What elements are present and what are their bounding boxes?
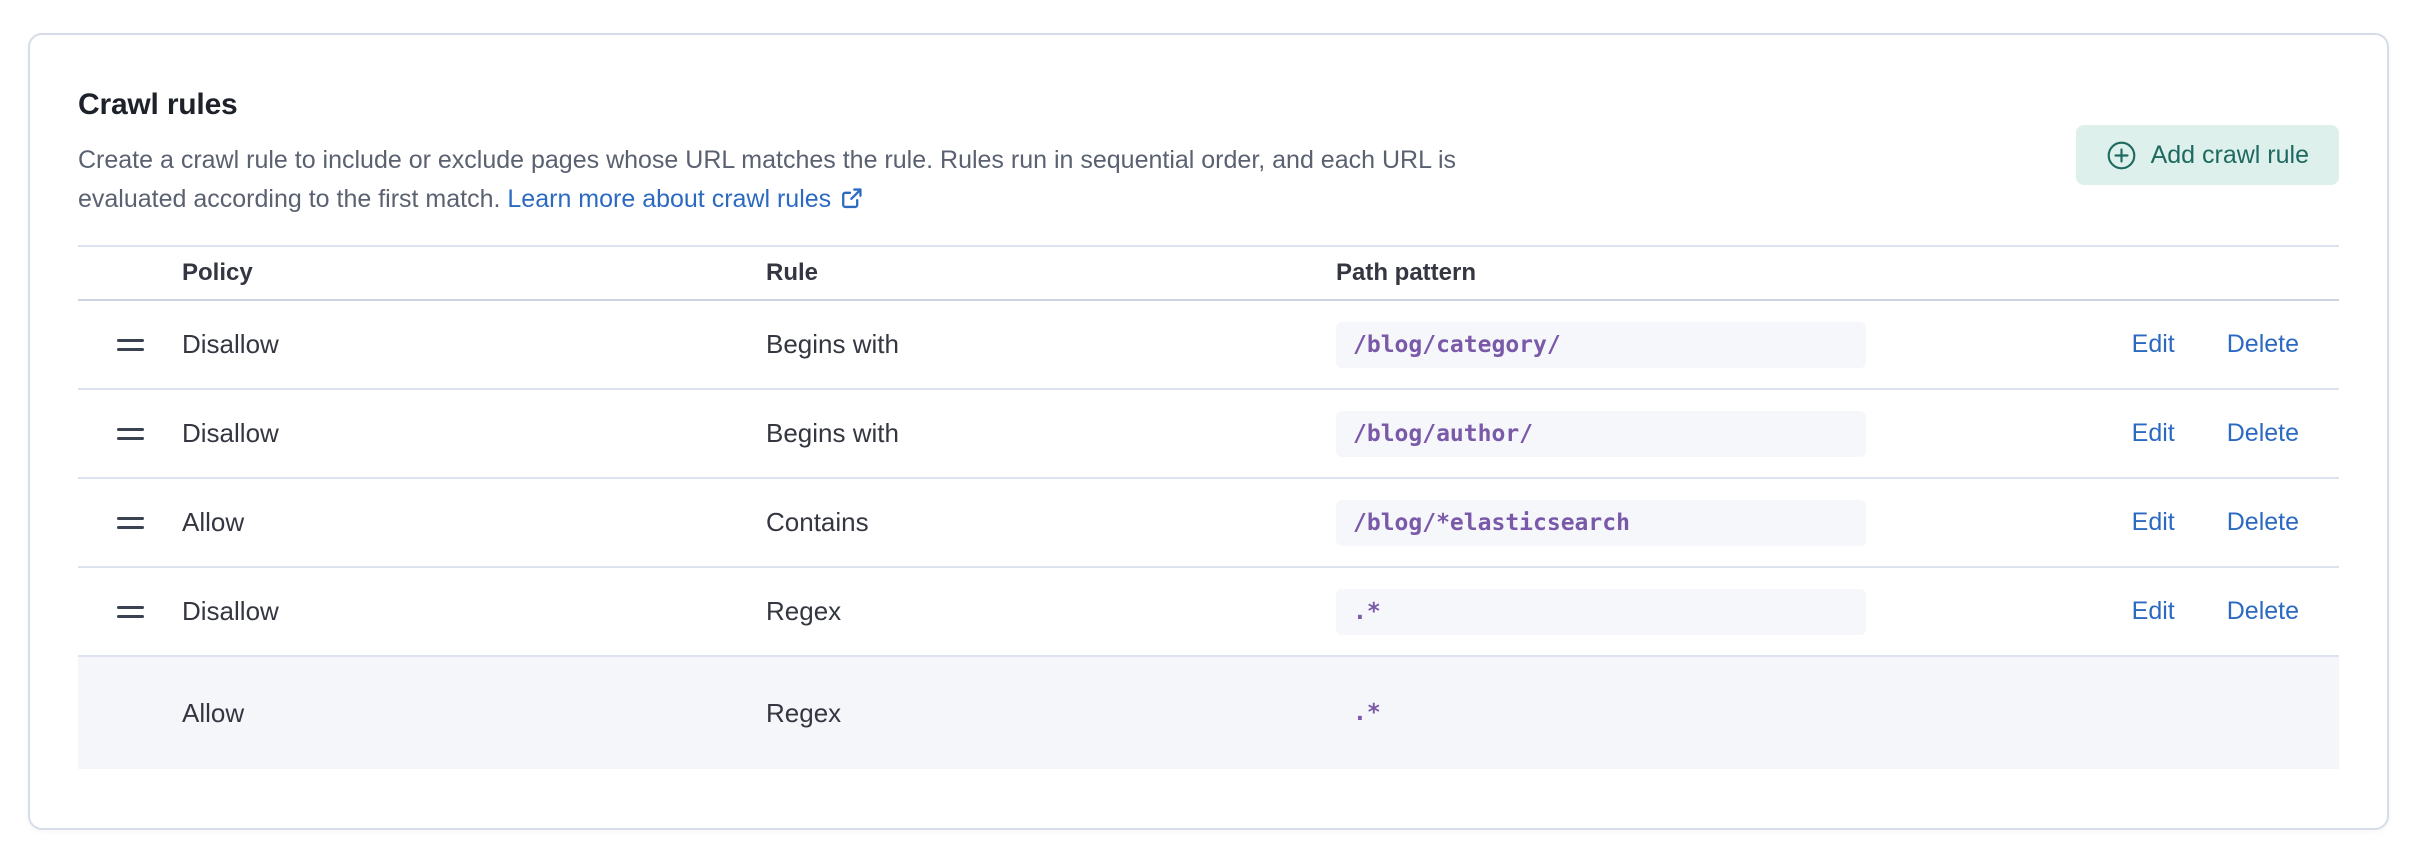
crawl-rule-row: Disallow Begins with /blog/author/ Edit … [78,390,2339,479]
path-pattern-code: /blog/category/ [1336,321,1866,368]
panel-header-text: Crawl rules Create a crawl rule to inclu… [78,87,1456,219]
edit-link[interactable]: Edit [2131,508,2175,536]
policy-cell: Allow [182,507,245,537]
row-actions: Edit Delete [2108,330,2339,359]
drag-handle-icon[interactable] [115,333,146,357]
row-actions: Edit Delete [2108,597,2339,626]
column-header-rule: Rule [766,259,819,286]
crawl-rule-row: Disallow Begins with /blog/category/ Edi… [78,301,2339,390]
path-pattern-value: /blog/*elasticsearch [1353,509,1630,536]
drag-handle-icon[interactable] [115,422,146,446]
policy-cell: Allow [182,697,245,728]
delete-link[interactable]: Delete [2226,330,2299,358]
path-pattern-code: /blog/author/ [1336,410,1866,457]
path-pattern-value: .* [1353,598,1381,625]
path-pattern-cell: /blog/category/ [1336,321,2108,368]
policy-cell: Disallow [182,329,279,359]
drag-handle-cell [78,422,182,446]
crawl-rule-row: Allow Contains /blog/*elasticsearch Edit… [78,479,2339,568]
description-line-1: Create a crawl rule to include or exclud… [78,146,1457,174]
description: Create a crawl rule to include or exclud… [78,141,1456,219]
drag-handle-icon[interactable] [115,511,146,535]
learn-more-link-label: Learn more about crawl rules [507,185,832,213]
crawl-rule-row: Allow Regex .* [78,657,2339,769]
crawl-rules-panel: Crawl rules Create a crawl rule to inclu… [28,33,2389,830]
path-pattern-cell: /blog/author/ [1336,410,2108,457]
page-title: Crawl rules [78,88,238,121]
delete-link[interactable]: Delete [2226,508,2299,536]
drag-handle-icon[interactable] [115,600,146,624]
add-crawl-rule-button[interactable]: Add crawl rule [2075,125,2339,185]
path-pattern-code: .* [1336,690,1866,736]
plus-circle-icon [2107,141,2135,169]
drag-handle-cell [78,333,182,357]
edit-link[interactable]: Edit [2131,597,2175,625]
crawl-rule-row: Disallow Regex .* Edit Delete [78,568,2339,657]
row-actions: Edit Delete [2108,419,2339,448]
crawl-rules-table: Policy Rule Path pattern Disallow Begins… [78,245,2339,769]
path-pattern-code: /blog/*elasticsearch [1336,499,1866,546]
path-pattern-value: /blog/category/ [1353,331,1561,358]
panel-header: Crawl rules Create a crawl rule to inclu… [78,87,2339,219]
edit-link[interactable]: Edit [2131,330,2175,358]
learn-more-link[interactable]: Learn more about crawl rules [507,185,865,213]
rule-cell: Regex [766,697,842,728]
path-pattern-cell: .* [1336,690,2108,736]
rule-cell: Begins with [766,329,899,359]
table-header-row: Policy Rule Path pattern [78,247,2339,301]
add-crawl-rule-label: Add crawl rule [2150,140,2309,169]
description-line-2: evaluated according to the first match. [78,185,501,213]
column-header-path-pattern: Path pattern [1336,259,1477,286]
rule-cell: Begins with [766,418,899,448]
external-link-icon[interactable] [839,185,865,211]
policy-cell: Disallow [182,596,279,626]
column-header-policy: Policy [182,259,253,286]
rule-cell: Regex [766,596,842,626]
drag-handle-cell [78,511,182,535]
drag-handle-cell [78,600,182,624]
path-pattern-value: /blog/author/ [1353,420,1534,447]
rule-cell: Contains [766,507,869,537]
policy-cell: Disallow [182,418,279,448]
path-pattern-value: .* [1353,700,1381,726]
path-pattern-cell: .* [1336,588,2108,635]
path-pattern-code: .* [1336,588,1866,635]
path-pattern-cell: /blog/*elasticsearch [1336,499,2108,546]
delete-link[interactable]: Delete [2226,419,2299,447]
crawl-rules-table-body: Disallow Begins with /blog/category/ Edi… [78,301,2339,769]
delete-link[interactable]: Delete [2226,597,2299,625]
edit-link[interactable]: Edit [2131,419,2175,447]
row-actions: Edit Delete [2108,508,2339,537]
